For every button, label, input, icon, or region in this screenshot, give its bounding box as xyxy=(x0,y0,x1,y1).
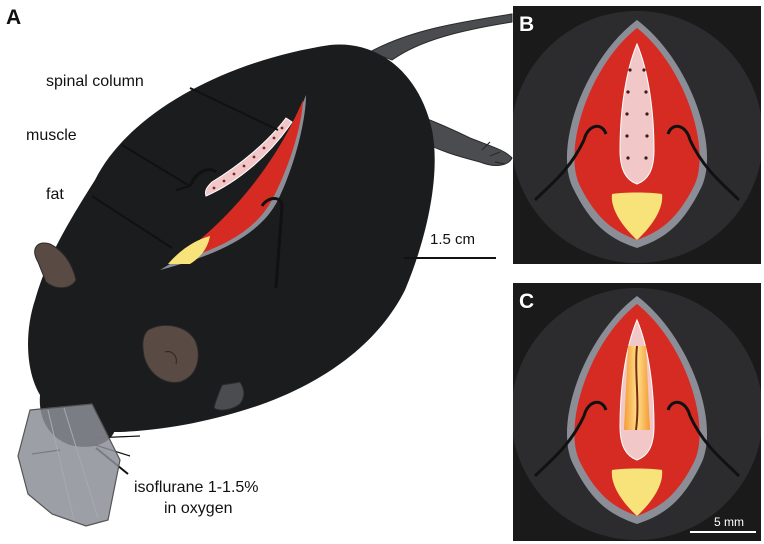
panel-b: B xyxy=(511,6,763,264)
label-isoflurane-line1: isoflurane 1-1.5% xyxy=(134,479,259,496)
label-spinal-column: spinal column xyxy=(46,73,144,90)
scale-label-main: 1.5 cm xyxy=(430,231,475,248)
mouse-tail xyxy=(370,14,512,60)
panel-a: A xyxy=(6,6,512,526)
panel-c-letter: C xyxy=(519,290,534,313)
label-muscle: muscle xyxy=(26,127,77,144)
label-fat: fat xyxy=(46,186,64,203)
label-isoflurane-line2: in oxygen xyxy=(164,500,233,517)
panel-c: C 5 mm xyxy=(511,283,763,541)
panel-a-letter: A xyxy=(6,6,21,29)
scale-label-inset: 5 mm xyxy=(714,515,744,529)
panel-b-letter: B xyxy=(519,13,534,36)
